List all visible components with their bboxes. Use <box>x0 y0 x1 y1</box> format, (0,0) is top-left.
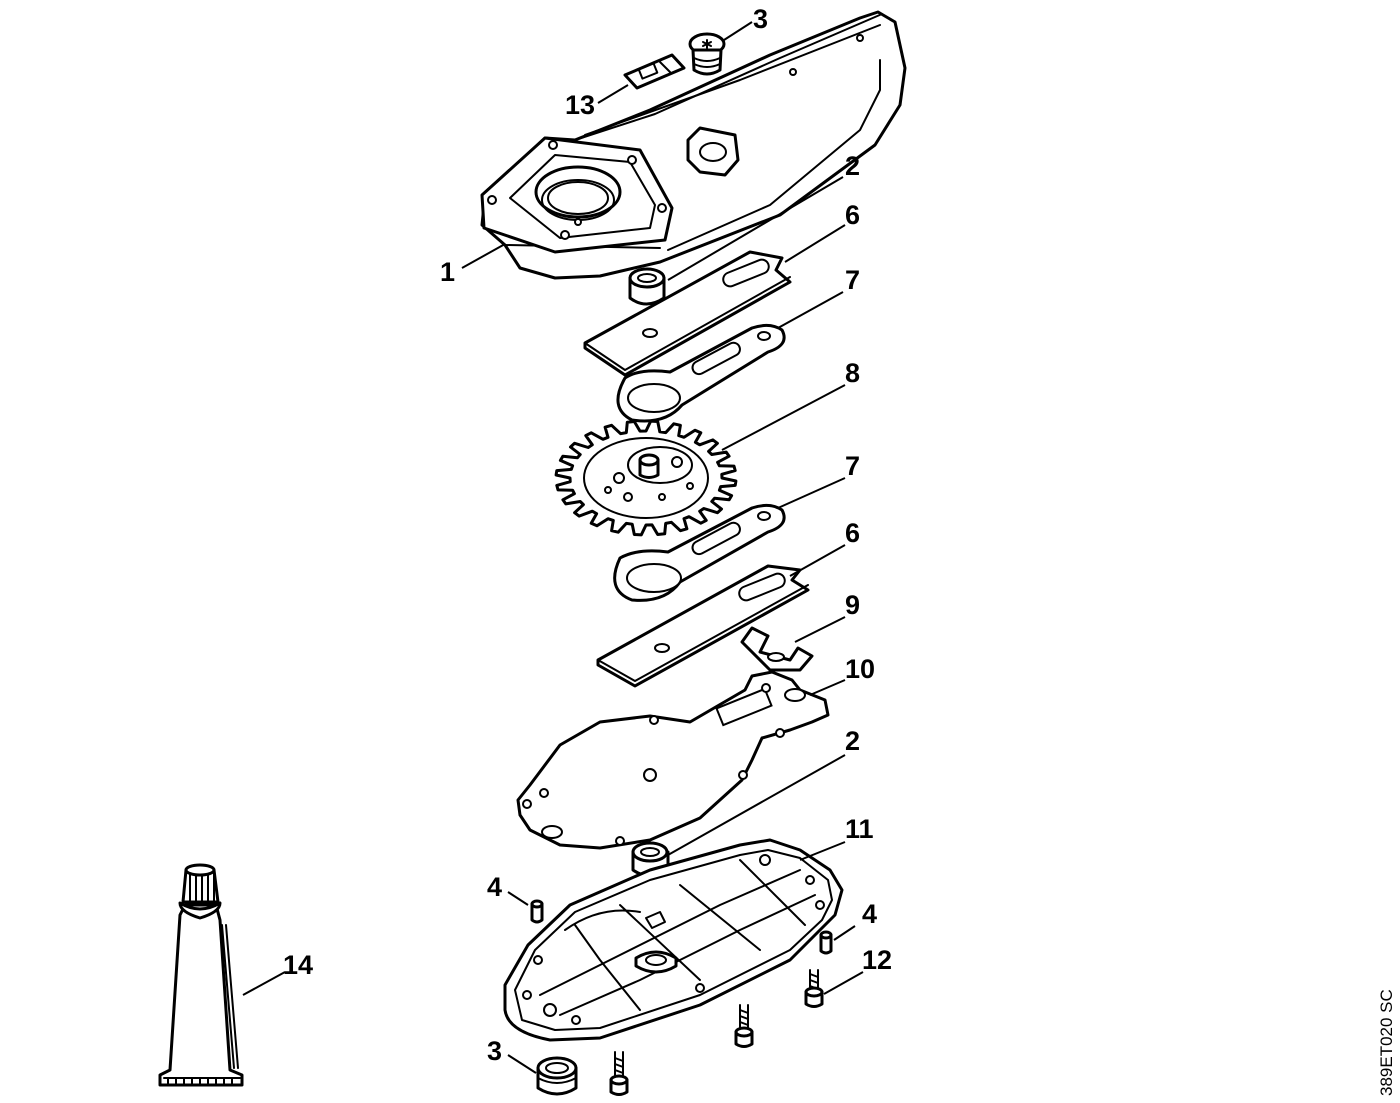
screw-right-part <box>804 969 824 1008</box>
pin-left-part <box>530 899 544 924</box>
cover-part <box>503 838 844 1042</box>
sleeve-top-part <box>628 267 666 306</box>
leader-6-top <box>784 224 846 263</box>
leader-14 <box>242 971 286 996</box>
drawing-reference-code: 389ET020 SC <box>1377 989 1396 1096</box>
leader-10 <box>809 679 846 696</box>
callout-3-top: 3 <box>753 4 768 34</box>
leader-13 <box>597 84 629 104</box>
callout-8: 8 <box>845 358 860 388</box>
leader-8 <box>721 384 846 451</box>
callout-4-left: 4 <box>487 872 502 902</box>
connecting-link-top-part <box>616 323 786 423</box>
bracket-part <box>740 626 814 672</box>
leader-9 <box>794 616 846 643</box>
screw-plug-top-part <box>688 32 726 76</box>
pin-right-part <box>819 930 833 955</box>
slide-plate-bottom-part <box>596 564 810 688</box>
slide-plate-top-part <box>583 250 792 377</box>
leader-6-bottom <box>789 544 846 577</box>
callout-9: 9 <box>845 590 860 620</box>
callout-7-bottom: 7 <box>845 451 860 481</box>
callout-labels: 1 2 3 13 6 7 8 7 6 9 10 2 11 4 4 12 3 14 <box>283 4 892 1066</box>
callout-7-top: 7 <box>845 265 860 295</box>
callout-13: 13 <box>565 90 595 120</box>
callout-4-right: 4 <box>862 899 877 929</box>
screw-middle-part <box>734 1004 754 1048</box>
screw-plug-bottom-part <box>536 1056 578 1096</box>
callout-11: 11 <box>845 814 874 844</box>
leader-11 <box>799 841 846 861</box>
callout-3-bottom: 3 <box>487 1036 502 1066</box>
leader-2-bottom <box>667 754 846 856</box>
gear-wheel-part <box>554 419 738 537</box>
leader-3-top <box>723 21 753 41</box>
callout-14: 14 <box>283 950 313 980</box>
gear-housing-part <box>480 10 907 280</box>
leader-1 <box>461 243 506 269</box>
gasket-part <box>516 670 830 850</box>
leader-2-top <box>667 176 844 281</box>
callout-6-bottom: 6 <box>845 518 860 548</box>
callout-1: 1 <box>440 257 455 287</box>
callout-2-bottom: 2 <box>845 726 860 756</box>
callout-10: 10 <box>845 654 875 684</box>
connecting-link-bottom-part <box>613 503 786 602</box>
leader-lines <box>242 21 864 1074</box>
callout-2-top: 2 <box>845 151 860 181</box>
callout-6-top: 6 <box>845 200 860 230</box>
grease-tube-part <box>158 863 244 1087</box>
leader-3-bottom <box>507 1054 537 1074</box>
leader-7-top <box>777 291 844 329</box>
leader-12 <box>823 971 864 995</box>
callout-12: 12 <box>862 945 892 975</box>
screw-bottom-part <box>609 1051 629 1096</box>
leader-4-right <box>833 925 856 941</box>
label-plate-part <box>623 53 686 90</box>
leader-7-bottom <box>777 477 846 509</box>
leader-4-left <box>507 891 529 906</box>
